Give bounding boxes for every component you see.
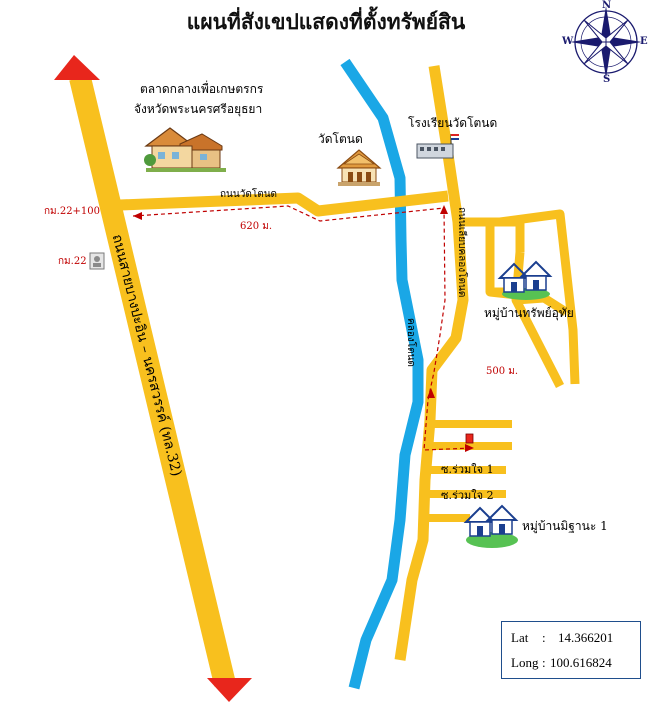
coordinates-box: Lat : 14.366201 Long : 100.616824 [501,621,641,679]
village2-label: หมู่บ้านมิฐานะ 1 [522,519,608,533]
long-label: Long [511,655,539,670]
market-label-line2: จังหวัดพระนครศรีอยุธยา [134,102,263,116]
property-marker-icon [465,433,474,444]
km-post-icon [89,252,105,270]
long-value: 100.616824 [550,655,612,670]
highway-arrow-north-icon [54,55,100,80]
route-arrow-up2-icon [427,388,435,398]
km-post-label: กม.22 [58,256,87,267]
school-label: โรงเรียนวัดโตนด [408,116,498,130]
lat-separator: : [542,630,546,645]
highway-road [69,75,236,687]
wat-tanot-road [119,190,449,217]
school-flag-icon [416,134,459,159]
km-label: กม.22+100 [44,206,101,217]
highway-arrow-south-icon [207,678,252,702]
route-arrow-right-icon [465,444,474,452]
compass-s-label: S [603,74,611,85]
compass-n-label: N [602,0,612,11]
canal-side-road [394,65,469,661]
soi2-label: ซ.ร่วมใจ 2 [441,489,494,502]
canal-line [340,58,424,690]
route-distance-line [132,205,473,451]
village2-roads [424,420,512,522]
village-house-icon-2 [463,504,519,548]
canal-label: คลองโตนด [405,318,416,367]
lat-label: Lat [511,630,529,645]
village1-label: หมู่บ้านทรัพย์อุทัย [484,306,574,320]
page-title: แผนที่สังเขปแสดงที่ตั้งทรัพย์สิน [186,9,466,34]
distance-500-label: 500 ม. [486,366,519,377]
village-house-icon [497,260,553,300]
compass-rose-icon [570,6,642,78]
wat-tanot-road-label: ถนนวัดโตนด [220,189,278,200]
compass-w-label: W [562,36,574,47]
market-house-icon [144,127,226,172]
route-arrow-left-icon [133,212,142,220]
route-arrow-up-icon [440,205,448,214]
lat-value: 14.366201 [558,630,614,645]
canal-road-label: ถนนเลียบคลองโตนด [456,207,467,298]
compass-e-label: E [640,36,648,47]
long-separator: : [542,655,546,670]
distance-620-label: 620 ม. [240,221,273,232]
temple-label: วัดโตนด [318,132,363,146]
market-label-line1: ตลาดกลางเพื่อเกษตรกร [140,82,264,96]
village1-roads [458,209,580,389]
soi1-label: ซ.ร่วมใจ 1 [441,463,494,476]
temple-icon [336,149,382,186]
